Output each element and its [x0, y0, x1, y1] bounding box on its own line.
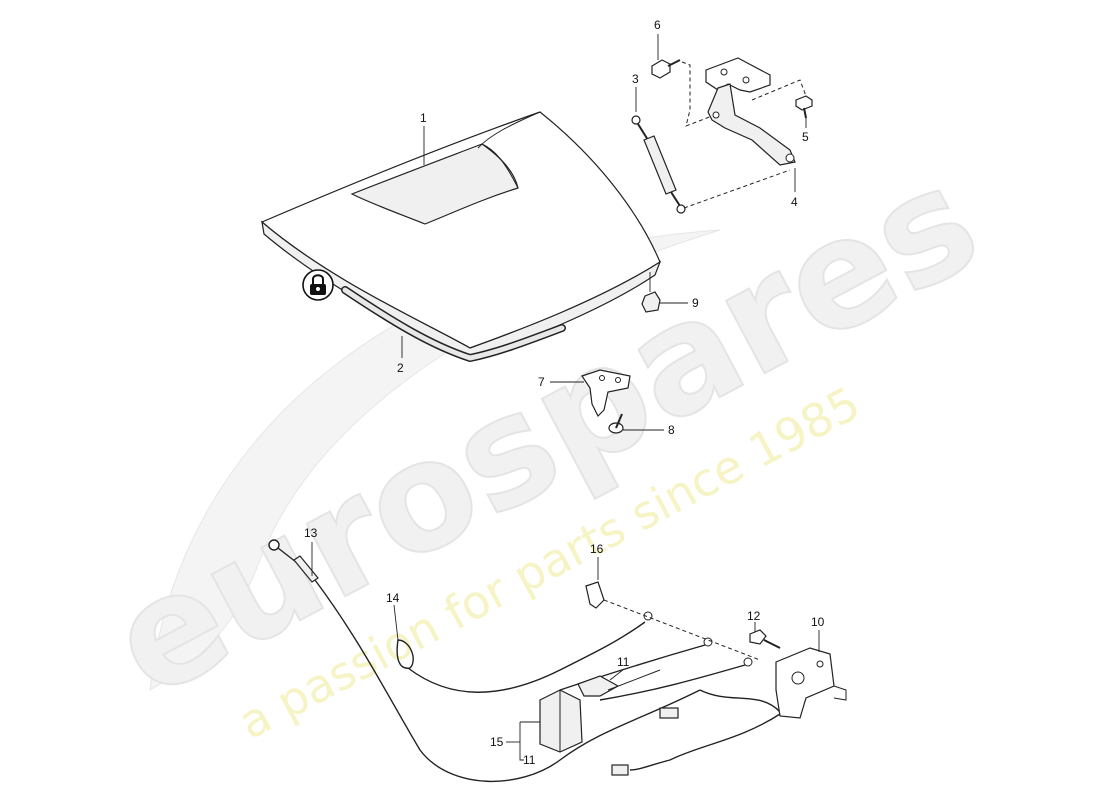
callout-12: 12 [747, 609, 761, 623]
release-handle [539, 669, 661, 753]
callout-14: 14 [386, 591, 400, 605]
hinge-dashed-guide-2 [751, 79, 807, 101]
lock-symbol [302, 269, 334, 301]
leader-lines [311, 34, 820, 761]
hood-lock [611, 647, 847, 776]
release-cable [268, 539, 781, 782]
latch-striker [581, 369, 631, 418]
callout-11-lower: 11 [523, 753, 536, 767]
bolt-6 [651, 59, 681, 79]
gas-strut [631, 115, 686, 214]
callout-3: 3 [632, 72, 639, 86]
bolt-5 [795, 95, 813, 119]
callout-11-upper: 11 [617, 655, 630, 669]
rubber-buffer [641, 272, 661, 313]
screw-12 [749, 629, 781, 649]
hood-hinge [705, 57, 796, 166]
callout-6: 6 [654, 18, 661, 32]
strut-dashed-guide [683, 169, 791, 209]
screw-8 [608, 413, 624, 434]
callout-15: 15 [490, 735, 504, 749]
bowden-cable [396, 611, 753, 701]
callout-13: 13 [304, 526, 318, 540]
lock-icon [310, 274, 326, 295]
callout-7: 7 [538, 375, 545, 389]
callout-1: 1 [420, 111, 427, 125]
callout-9: 9 [692, 296, 699, 310]
hood-seal [341, 286, 566, 363]
callout-2: 2 [397, 361, 404, 375]
callouts: 1 2 3 4 5 6 7 8 9 10 11 11 12 13 14 15 1… [304, 18, 825, 767]
callout-8: 8 [668, 423, 675, 437]
callout-5: 5 [802, 130, 809, 144]
callout-16: 16 [590, 542, 604, 556]
clip-16 [585, 581, 605, 609]
callout-4: 4 [791, 195, 798, 209]
callout-10: 10 [811, 615, 825, 629]
hinge-dashed-guide [681, 61, 713, 127]
